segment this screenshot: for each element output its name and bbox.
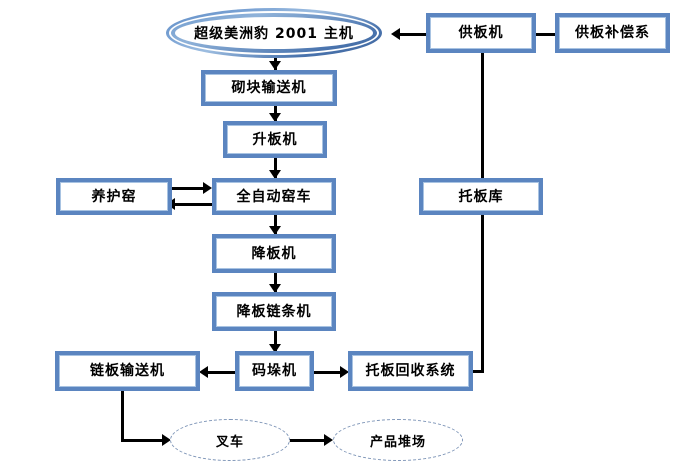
connector-stacker-to-recovery — [314, 371, 344, 374]
node-forklift-label: 叉车 — [215, 434, 244, 450]
connector-feeder-to-pallet-store — [481, 51, 484, 178]
connector-kiln-to-kiln-car — [167, 187, 207, 190]
node-board-feeder-inner: 供板机 — [430, 17, 532, 49]
node-board-chain[interactable]: 降板链条机 — [212, 292, 336, 331]
arrowhead-lifter-to-kiln-car — [269, 170, 281, 179]
connector-kiln-car-to-lowerer — [274, 215, 277, 234]
host-ellipse-core — [175, 17, 373, 49]
connector-lowerer-to-chain — [274, 273, 277, 292]
node-pallet-recovery-inner: 托板回收系统 — [352, 355, 469, 387]
connector-chain-conveyor-to-forklift — [121, 439, 166, 442]
node-board-feeder[interactable]: 供板机 — [426, 13, 536, 53]
connector-kiln-car-to-kiln — [172, 203, 212, 206]
node-chain-conveyor-label: 链板输送机 — [90, 363, 165, 379]
connector-compensator-to-feeder — [529, 33, 555, 36]
node-pallet-recovery-label: 托板回收系统 — [365, 363, 456, 379]
node-board-lifter-label: 升板机 — [252, 131, 298, 148]
arrowhead-forklift-to-yard — [324, 434, 333, 446]
node-curing-kiln-label: 养护窑 — [91, 188, 137, 205]
node-block-conveyor-label: 砌块输送机 — [231, 80, 307, 96]
node-chain-conveyor[interactable]: 链板输送机 — [55, 351, 200, 391]
arrowhead-kiln-to-kiln-car — [203, 182, 212, 194]
node-block-conveyor[interactable]: 砌块输送机 — [201, 70, 337, 106]
node-curing-kiln-inner: 养护窑 — [60, 182, 168, 211]
node-board-chain-inner: 降板链条机 — [216, 296, 332, 327]
arrowhead-chain-conveyor-to-forklift — [162, 434, 171, 446]
node-board-compensator-inner: 供板补偿系 — [559, 17, 666, 49]
arrowhead-feeder-to-host — [391, 28, 400, 40]
node-board-chain-label: 降板链条机 — [236, 303, 312, 320]
node-pallet-recovery[interactable]: 托板回收系统 — [348, 351, 473, 391]
node-board-lifter[interactable]: 升板机 — [223, 121, 327, 158]
arrowhead-chain-to-stacker — [269, 344, 281, 353]
arrowhead-kiln-car-to-lowerer — [269, 226, 281, 235]
node-auto-kiln-car[interactable]: 全自动窑车 — [212, 178, 336, 215]
node-board-lowerer-label: 降板机 — [251, 245, 297, 262]
connector-lifter-to-kiln-car — [274, 158, 277, 178]
arrowhead-host-to-block-conveyor — [269, 61, 281, 70]
node-board-compensator[interactable]: 供板补偿系 — [555, 13, 670, 53]
connector-chain-to-stacker — [274, 331, 277, 353]
node-stacker[interactable]: 码垛机 — [235, 351, 314, 391]
node-pallet-store-label: 托板库 — [458, 188, 504, 205]
node-forklift[interactable]: 叉车 — [170, 419, 290, 461]
node-pallet-store[interactable]: 托板库 — [419, 178, 543, 215]
arrowhead-stacker-to-recovery — [340, 366, 349, 378]
node-block-conveyor-inner: 砌块输送机 — [205, 74, 333, 102]
connector-chain-conveyor-down — [121, 391, 124, 442]
node-pallet-store-inner: 托板库 — [423, 182, 539, 211]
node-product-yard-label: 产品堆场 — [369, 434, 426, 450]
connector-stacker-to-chain-conveyor — [205, 371, 235, 374]
node-auto-kiln-car-inner: 全自动窑车 — [216, 182, 332, 211]
node-auto-kiln-car-label: 全自动窑车 — [236, 188, 312, 205]
node-stacker-label: 码垛机 — [252, 363, 297, 379]
node-board-lowerer-inner: 降板机 — [216, 238, 332, 269]
node-board-lifter-inner: 升板机 — [227, 125, 323, 154]
arrowhead-lowerer-to-chain — [269, 284, 281, 293]
node-curing-kiln[interactable]: 养护窑 — [56, 178, 172, 215]
node-host-label: 超级美洲豹 2001 主机 — [194, 26, 354, 42]
node-board-compensator-label: 供板补偿系 — [575, 25, 650, 41]
connector-feeder-to-host — [398, 33, 426, 36]
node-board-feeder-label: 供板机 — [458, 25, 504, 41]
node-stacker-inner: 码垛机 — [239, 355, 310, 387]
arrowhead-block-conveyor-to-lifter — [269, 113, 281, 122]
node-board-lowerer[interactable]: 降板机 — [212, 234, 336, 273]
connector-forklift-to-yard — [288, 439, 328, 442]
node-product-yard[interactable]: 产品堆场 — [333, 419, 463, 461]
node-host[interactable]: 超级美洲豹 2001 主机 — [166, 8, 382, 58]
connector-pallet-store-down — [481, 214, 484, 373]
node-chain-conveyor-inner: 链板输送机 — [59, 355, 196, 387]
arrowhead-stacker-to-chain-conveyor — [199, 366, 208, 378]
